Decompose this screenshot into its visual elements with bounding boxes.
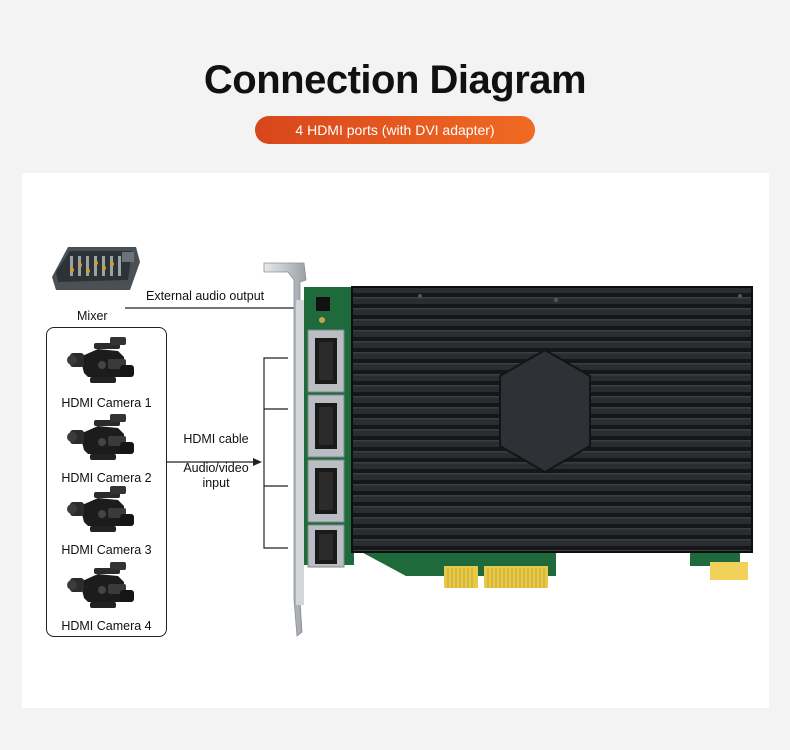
hdmi-port-1 [308,330,344,392]
hdmi-port-3 [308,460,344,522]
mixer-icon [52,247,140,290]
heatsink [352,287,752,552]
metal-bracket [264,263,306,636]
cable-label: HDMI cable [172,432,260,446]
camera-label-1: HDMI Camera 1 [46,396,167,410]
camera-label-4: HDMI Camera 4 [46,619,167,633]
hdmi-port-4 [308,525,344,567]
audio-output-label: External audio output [146,289,264,303]
camera-label-3: HDMI Camera 3 [46,543,167,557]
mixer-label: Mixer [77,309,108,323]
input-label: Audio/video input [172,461,260,491]
camera-label-2: HDMI Camera 2 [46,471,167,485]
port-bracket [264,358,288,548]
hdmi-port-2 [308,395,344,457]
